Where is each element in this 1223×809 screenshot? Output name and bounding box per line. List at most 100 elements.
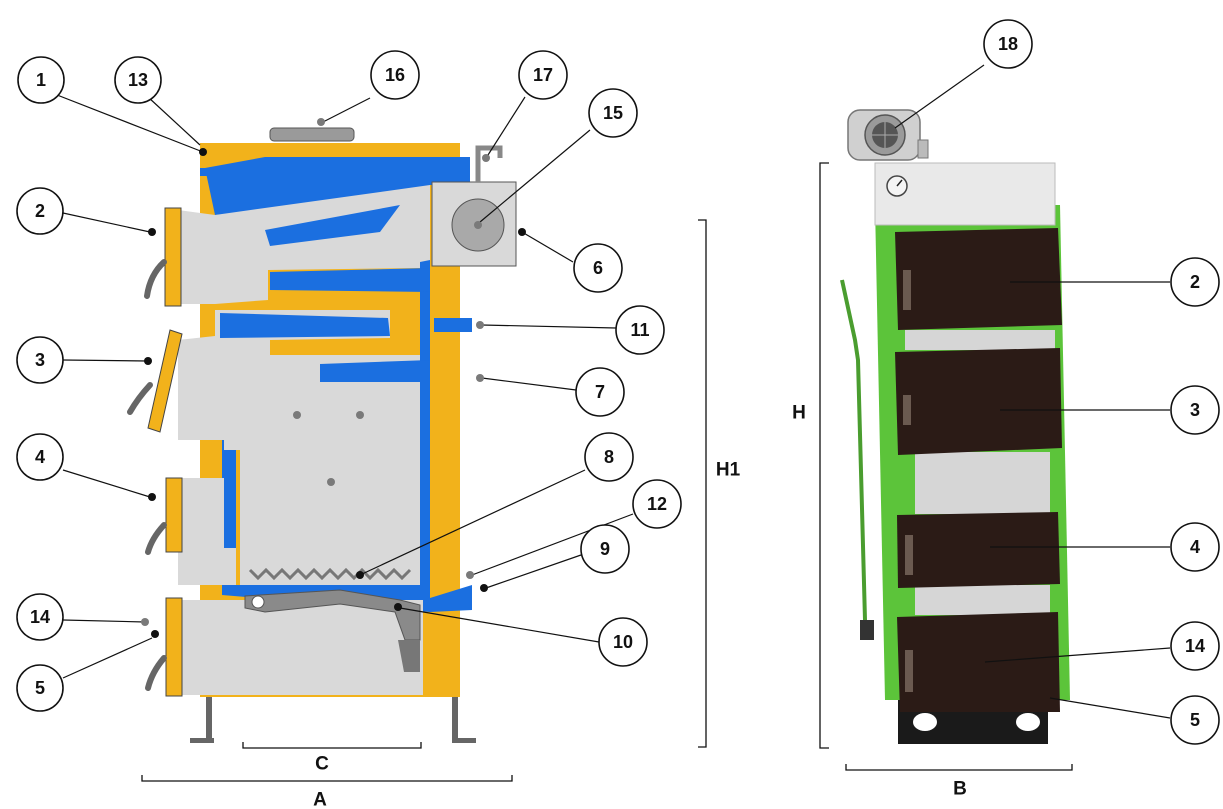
svg-text:3: 3 xyxy=(35,350,45,370)
callout-2: 2 xyxy=(16,187,64,235)
front-panel-gap-1 xyxy=(905,330,1055,350)
door-ash-frame xyxy=(165,597,183,697)
callout-9: 9 xyxy=(580,524,630,574)
callout-1: 1 xyxy=(17,56,65,104)
baffle-mid-2 xyxy=(220,313,390,338)
callout-12: 12 xyxy=(632,479,682,529)
svg-text:14: 14 xyxy=(30,607,50,627)
door-upper-frame xyxy=(164,207,182,307)
svg-text:9: 9 xyxy=(600,539,610,559)
door-handle xyxy=(903,395,911,425)
boiler-leg-left-foot xyxy=(190,738,214,743)
svg-text:3: 3 xyxy=(1190,400,1200,420)
water-outlet-pipe xyxy=(434,318,472,332)
front-panel-gap-2 xyxy=(915,452,1050,514)
dimension-label-b: B xyxy=(953,779,967,800)
top-inspection-lid xyxy=(269,127,355,142)
callout-10: 10 xyxy=(598,617,648,667)
dimension-b: B xyxy=(845,764,1073,800)
dimension-label-c: C xyxy=(315,754,329,775)
svg-text:4: 4 xyxy=(35,447,45,467)
dimension-label-h1: H1 xyxy=(716,460,741,481)
chamber-dot xyxy=(356,411,364,419)
svg-text:6: 6 xyxy=(593,258,603,278)
callout-right-3: 3 xyxy=(1170,385,1220,435)
door-lower-frame xyxy=(165,477,183,553)
callout-3: 3 xyxy=(16,336,64,384)
svg-text:18: 18 xyxy=(998,34,1018,54)
blower-fan xyxy=(847,109,929,161)
front-panel-gap-3 xyxy=(915,585,1050,615)
svg-text:2: 2 xyxy=(35,201,45,221)
callout-6: 6 xyxy=(573,243,623,293)
lever-pivot xyxy=(251,595,265,609)
dimension-label-h: H xyxy=(792,403,806,424)
callout-11: 11 xyxy=(615,305,665,355)
door-handle xyxy=(905,535,913,575)
stand-hole-left xyxy=(913,713,937,731)
callout-17: 17 xyxy=(518,50,568,100)
svg-text:4: 4 xyxy=(1190,537,1200,557)
ash-chamber xyxy=(178,600,423,695)
svg-text:10: 10 xyxy=(613,632,633,652)
regulator-pipe xyxy=(475,145,503,182)
door-lower xyxy=(897,512,1060,588)
side-lever xyxy=(840,279,867,621)
dimension-c: C xyxy=(242,742,422,775)
chamber-dot xyxy=(293,411,301,419)
callout-right-5: 5 xyxy=(1170,695,1220,745)
svg-text:11: 11 xyxy=(630,320,649,340)
top-control-panel xyxy=(874,162,1056,226)
cross-section-view xyxy=(127,127,517,743)
baffle-upper xyxy=(265,205,400,246)
callouts: 1 13 16 17 15 2 6 11 3 7 8 4 12 9 14 10 … xyxy=(16,19,1220,745)
callout-right-2: 2 xyxy=(1170,257,1220,307)
svg-text:16: 16 xyxy=(385,65,405,85)
svg-text:14: 14 xyxy=(1185,636,1205,656)
callout-13: 13 xyxy=(114,56,162,104)
door-middle-frame xyxy=(147,329,183,433)
door-handle xyxy=(905,650,913,692)
svg-text:2: 2 xyxy=(1190,272,1200,292)
door-combustion xyxy=(895,348,1062,455)
callout-14: 14 xyxy=(16,593,64,641)
grate xyxy=(248,567,412,581)
callout-4: 4 xyxy=(16,433,64,481)
handle-ash xyxy=(145,655,167,691)
dimension-h1: H1 xyxy=(698,219,741,748)
svg-text:15: 15 xyxy=(603,103,623,123)
svg-text:12: 12 xyxy=(647,494,667,514)
svg-text:1: 1 xyxy=(36,70,46,90)
baffle-mid-3 xyxy=(320,360,430,382)
callout-5: 5 xyxy=(16,664,64,712)
callout-15: 15 xyxy=(588,88,638,138)
door-loading xyxy=(895,228,1062,330)
chamber-dot xyxy=(327,478,335,486)
svg-text:7: 7 xyxy=(595,382,605,402)
dimension-h: H xyxy=(792,162,829,749)
svg-text:17: 17 xyxy=(533,65,553,85)
dimension-a: A xyxy=(141,775,513,809)
lever-weight xyxy=(398,640,420,672)
svg-text:5: 5 xyxy=(35,678,45,698)
handle-lower xyxy=(145,522,167,555)
side-lever-knob xyxy=(860,620,874,640)
handle-upper xyxy=(144,259,167,299)
svg-text:13: 13 xyxy=(128,70,148,90)
stand-hole-right xyxy=(1016,713,1040,731)
callout-16: 16 xyxy=(370,50,420,100)
baffle-mid-1 xyxy=(270,268,430,292)
door-ash xyxy=(897,612,1060,712)
gauge-needle xyxy=(896,179,903,187)
boiler-leg-left xyxy=(206,695,212,740)
exterior-view xyxy=(840,109,1070,744)
callout-right-14: 14 xyxy=(1170,621,1220,671)
svg-text:8: 8 xyxy=(604,447,614,467)
lower-chamber xyxy=(178,478,236,585)
callout-8: 8 xyxy=(584,432,634,482)
boiler-leg-right xyxy=(452,695,458,740)
dimension-label-a: A xyxy=(313,790,327,809)
top-water-line xyxy=(200,168,265,176)
door-handle xyxy=(903,270,911,310)
